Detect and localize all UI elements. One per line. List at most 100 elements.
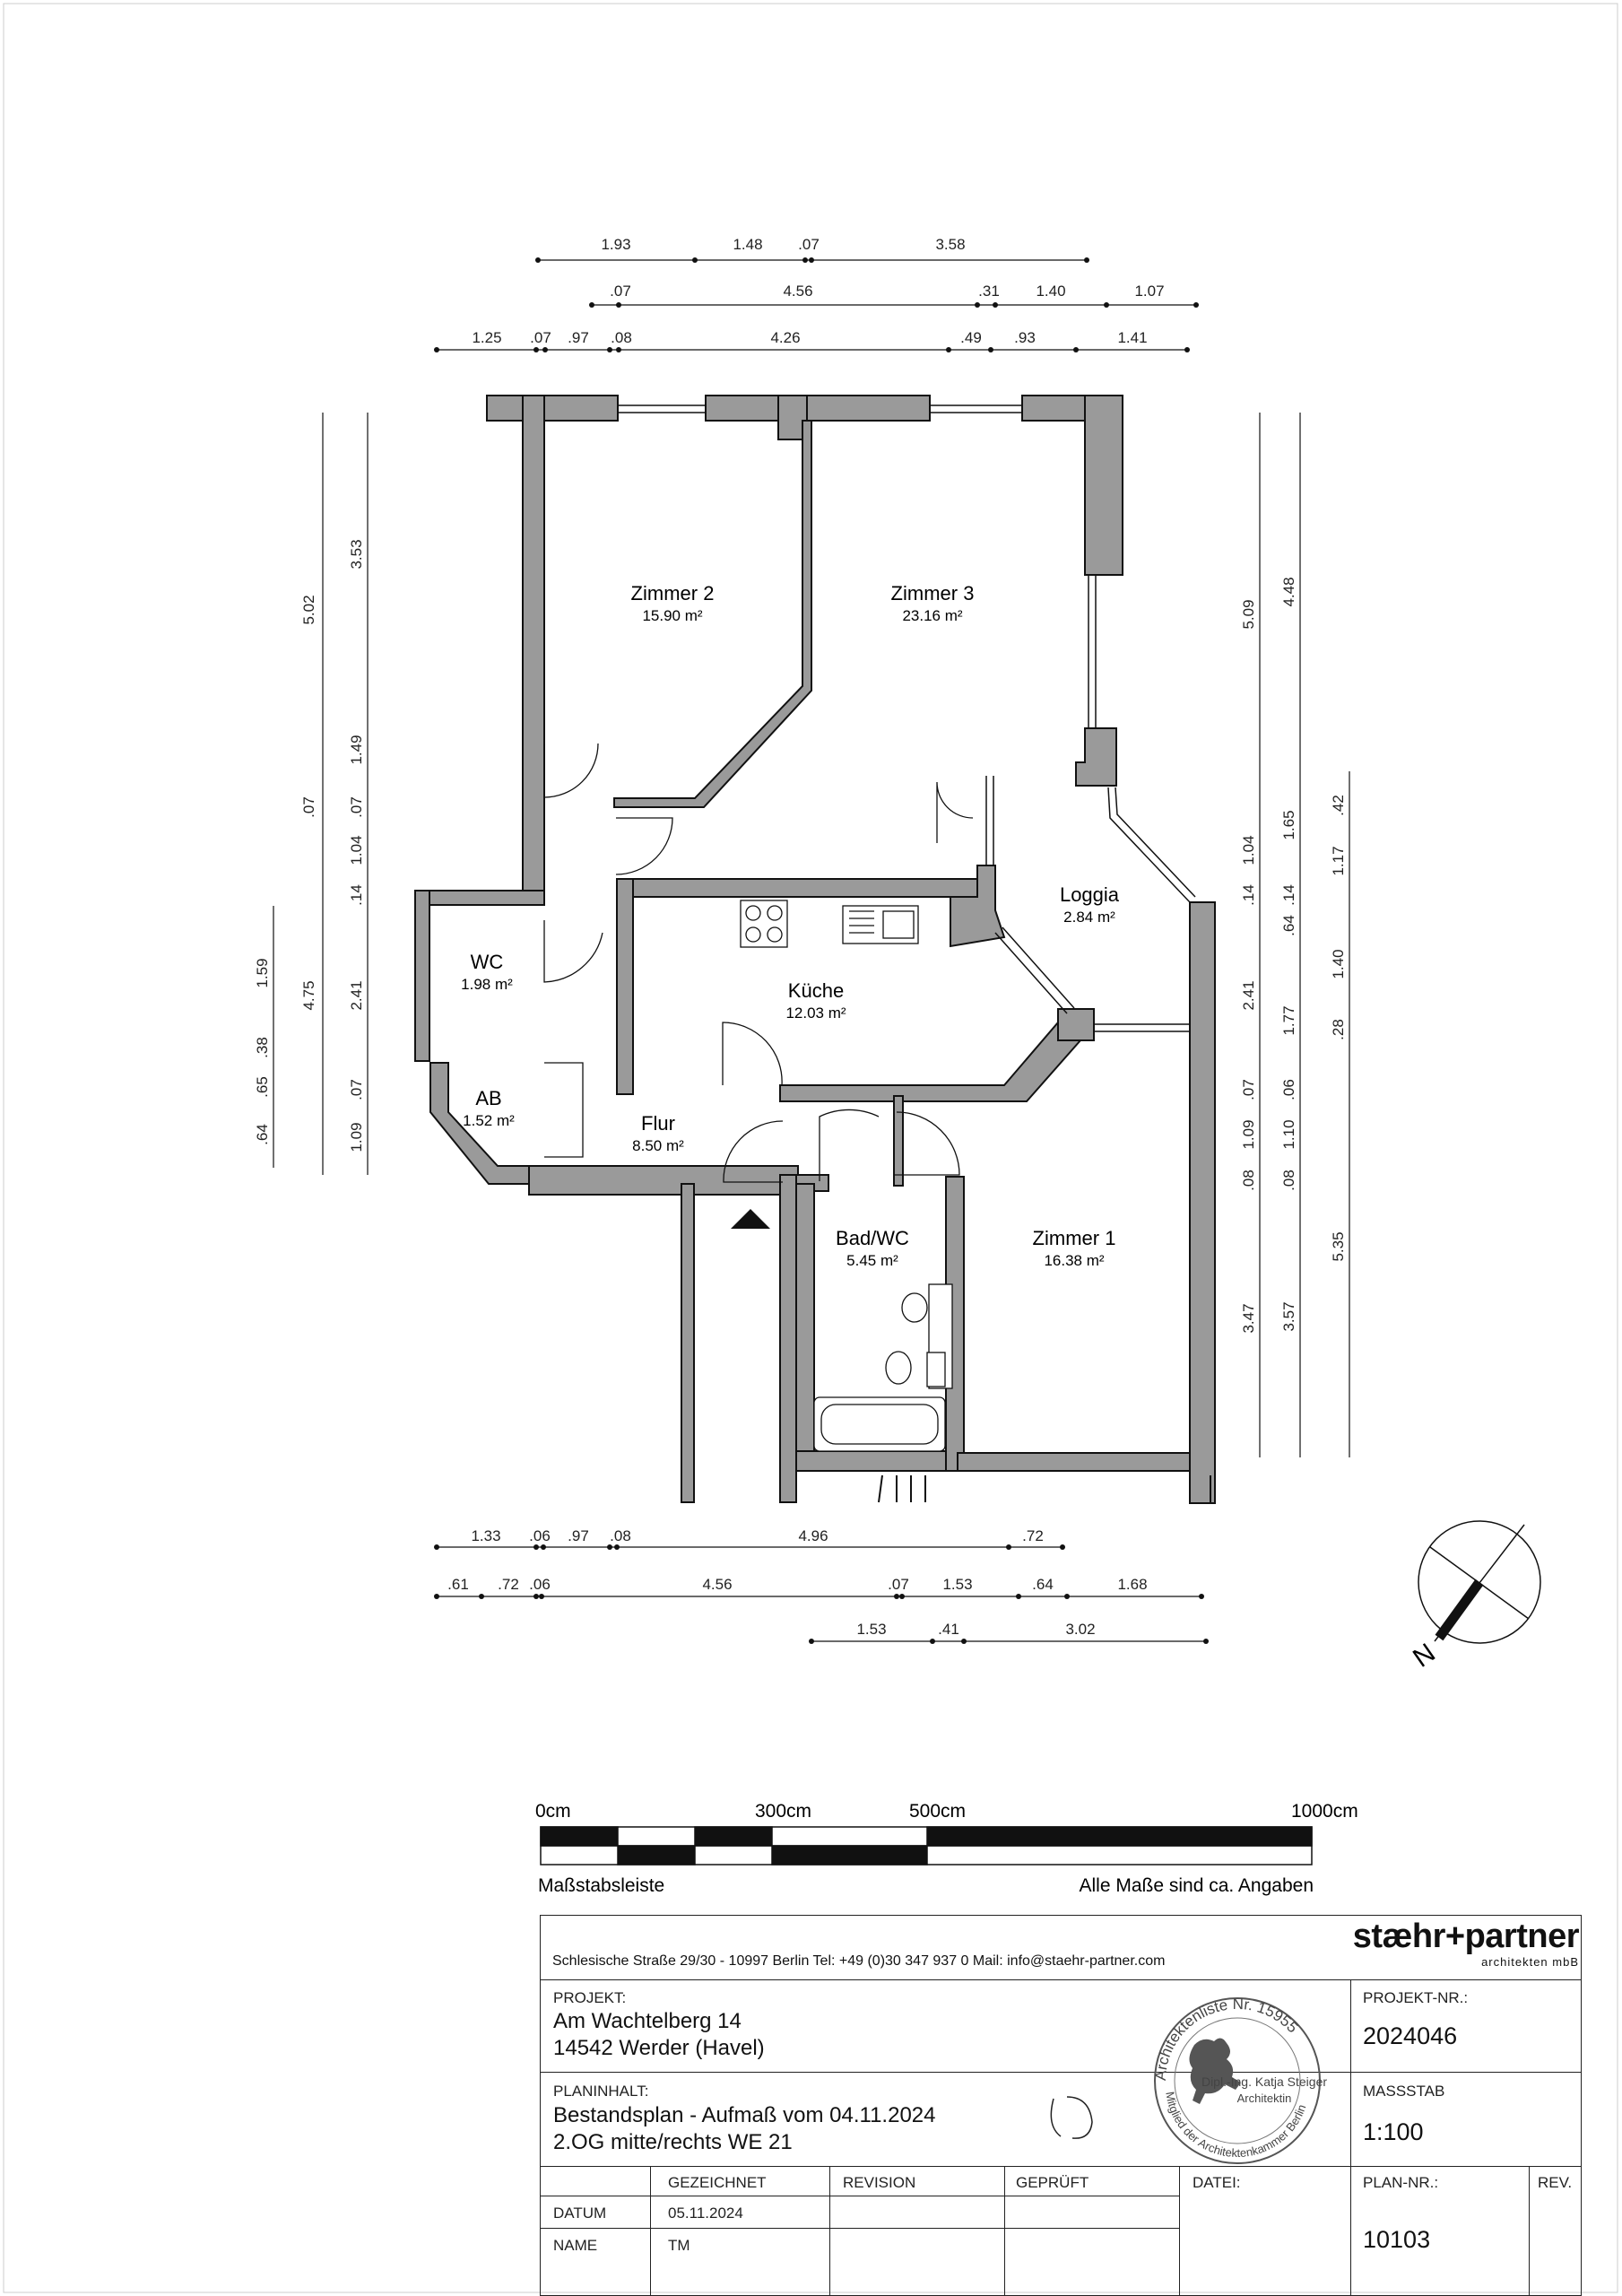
col-datei: DATEI:	[1193, 2174, 1241, 2191]
svg-text:1.53: 1.53	[942, 1576, 972, 1593]
svg-text:.28: .28	[1330, 1019, 1347, 1040]
compass-north-label: N	[1408, 1638, 1441, 1673]
projekt-label: PROJEKT:	[553, 1989, 627, 2006]
company-logo: stæhr+partner	[1352, 1918, 1580, 1955]
planinhalt-line1: Bestandsplan - Aufmaß vom 04.11.2024	[553, 2103, 936, 2127]
planinhalt-label: PLANINHALT:	[553, 2083, 649, 2100]
svg-text:.08: .08	[1240, 1170, 1257, 1191]
room-flur-name: Flur	[641, 1112, 675, 1135]
wall-left-upper	[522, 395, 545, 895]
wall-kitchen-corner	[950, 865, 1006, 948]
svg-text:1.65: 1.65	[1280, 810, 1297, 839]
svg-text:.93: .93	[1014, 329, 1036, 346]
room-ab-name: AB	[475, 1087, 501, 1109]
svg-text:2.41: 2.41	[1240, 980, 1257, 1010]
wall-kitchen-top	[616, 878, 990, 898]
svg-text:1.49: 1.49	[348, 735, 365, 764]
svg-text:4.75: 4.75	[300, 980, 317, 1010]
svg-text:2.41: 2.41	[348, 980, 365, 1010]
wall-top-mid	[705, 395, 931, 422]
svg-text:1.17: 1.17	[1330, 846, 1347, 875]
svg-text:.07: .07	[610, 283, 631, 300]
plannr-value: 10103	[1363, 2226, 1431, 2253]
walls	[414, 395, 1216, 1504]
svg-text:.14: .14	[1240, 884, 1257, 906]
svg-text:.72: .72	[498, 1576, 519, 1593]
room-zimmer3-name: Zimmer 3	[891, 582, 975, 604]
wall-right-lower	[1189, 901, 1216, 1504]
room-flur-area: 8.50 m²	[632, 1137, 684, 1154]
railing	[878, 1474, 1211, 1503]
svg-text:1.40: 1.40	[1330, 949, 1347, 978]
svg-text:.08: .08	[611, 329, 632, 346]
svg-text:1.33: 1.33	[471, 1527, 500, 1544]
wall-z1-bottom	[957, 1452, 1216, 1472]
svg-text:1.25: 1.25	[472, 329, 501, 346]
room-kueche-name: Küche	[788, 979, 844, 1002]
projektnr-label: PROJEKT-NR.:	[1363, 1989, 1469, 2006]
wall-z2-z3-partition	[613, 420, 812, 808]
room-zimmer1-area: 16.38 m²	[1044, 1252, 1104, 1269]
bear-emblem-icon	[1189, 2038, 1241, 2104]
svg-text:1.04: 1.04	[1240, 835, 1257, 865]
svg-text:1.77: 1.77	[1280, 1005, 1297, 1035]
scale-caption: Maßstabsleiste	[538, 1875, 664, 1896]
wall-bad-z1	[893, 1095, 904, 1187]
name-value: TM	[668, 2237, 690, 2254]
svg-text:.41: .41	[938, 1621, 959, 1638]
svg-text:.07: .07	[1240, 1079, 1257, 1100]
page-frame	[3, 3, 1618, 2293]
svg-text:1.53: 1.53	[856, 1621, 886, 1638]
company-logo-sub: architekten mbB	[1481, 1955, 1579, 1969]
svg-text:.07: .07	[348, 796, 365, 818]
svg-text:.14: .14	[1280, 884, 1297, 906]
projekt-line2: 14542 Werder (Havel)	[553, 2036, 765, 2060]
svg-text:4.56: 4.56	[783, 283, 812, 300]
room-labels: Zimmer 2 15.90 m² Zimmer 3 23.16 m² Logg…	[461, 582, 1120, 1269]
wall-bad-left	[795, 1183, 815, 1472]
wall-right-pier	[1075, 727, 1117, 787]
scale-tick-500: 500cm	[909, 1801, 966, 1822]
svg-text:.06: .06	[529, 1576, 551, 1593]
wall-wc-top	[414, 890, 545, 906]
svg-text:5.09: 5.09	[1240, 599, 1257, 629]
room-zimmer3-area: 23.16 m²	[902, 607, 962, 624]
col-revision: REVISION	[843, 2174, 916, 2191]
svg-text:.64: .64	[254, 1124, 271, 1145]
svg-text:.07: .07	[300, 796, 317, 818]
wall-loggia-pier	[1057, 1008, 1095, 1041]
svg-text:4.96: 4.96	[798, 1527, 828, 1544]
room-loggia-area: 2.84 m²	[1063, 909, 1115, 926]
wall-corridor-left	[779, 1174, 797, 1503]
room-wc-area: 1.98 m²	[461, 976, 513, 993]
svg-text:.07: .07	[348, 1079, 365, 1100]
svg-text:.42: .42	[1330, 795, 1347, 816]
wall-top-left	[486, 395, 619, 422]
room-zimmer2-area: 15.90 m²	[642, 607, 702, 624]
svg-text:4.56: 4.56	[702, 1576, 732, 1593]
room-loggia-name: Loggia	[1060, 883, 1120, 906]
svg-text:1.48: 1.48	[733, 236, 762, 253]
svg-text:1.41: 1.41	[1117, 329, 1147, 346]
room-bad-area: 5.45 m²	[846, 1252, 898, 1269]
stamp-role: Architektin	[1237, 2092, 1292, 2105]
dimension-labels-vertical: 1.59 .38 .65 .64 5.02 .07 4.75 3.53 1.49…	[254, 539, 1347, 1333]
svg-text:.08: .08	[1280, 1170, 1297, 1191]
svg-text:3.57: 3.57	[1280, 1301, 1297, 1331]
washbasin-icon	[901, 1292, 928, 1323]
stove-icon	[740, 900, 788, 948]
svg-text:.38: .38	[254, 1037, 271, 1058]
scale-note: Alle Maße sind ca. Angaben	[1080, 1875, 1314, 1896]
svg-text:4.26: 4.26	[770, 329, 800, 346]
scale-tick-300: 300cm	[755, 1801, 811, 1822]
fixtures	[740, 900, 953, 1452]
dimension-ticks	[434, 257, 1209, 1644]
wall-kitchen-left	[616, 878, 634, 1095]
svg-text:.07: .07	[798, 236, 820, 253]
svg-text:1.40: 1.40	[1036, 283, 1065, 300]
svg-text:.14: .14	[348, 884, 365, 906]
svg-text:1.93: 1.93	[601, 236, 630, 253]
svg-text:.65: .65	[254, 1076, 271, 1098]
svg-text:.06: .06	[1280, 1079, 1297, 1100]
name-label: NAME	[553, 2237, 598, 2254]
